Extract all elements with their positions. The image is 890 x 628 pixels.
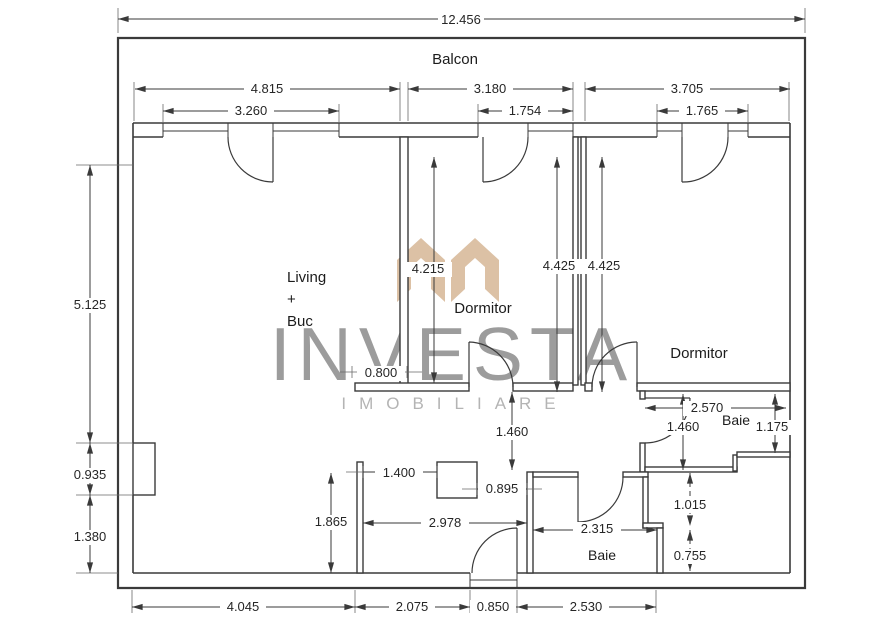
room-label-living-line2: + bbox=[287, 291, 296, 308]
bedroom1-door bbox=[468, 341, 514, 388]
dim-living-window: 3.260 bbox=[235, 103, 268, 118]
dim-living-depth: 4.215 bbox=[412, 261, 445, 276]
room-label-living-line1: Living bbox=[287, 269, 326, 286]
dim-bedroom1-window: 1.754 bbox=[509, 103, 542, 118]
dim-bottom-living: 4.045 bbox=[227, 599, 260, 614]
living-balcony-door bbox=[227, 136, 274, 183]
bedroom2-door bbox=[591, 341, 638, 388]
wall-bath2-north-east bbox=[622, 471, 649, 478]
dim-bedroom1-depth: 4.425 bbox=[543, 258, 576, 273]
dim-bath1-depth: 1.460 bbox=[667, 419, 700, 434]
dim-right-upper: 1.015 bbox=[674, 497, 707, 512]
wall-bath2-north-west bbox=[532, 471, 579, 478]
room-label-bathroom1: Baie bbox=[722, 412, 750, 428]
wall-bedroom2-south bbox=[636, 382, 791, 392]
dim-bottom-bath: 2.530 bbox=[570, 599, 603, 614]
bedroom1-balcony-door bbox=[482, 136, 529, 183]
wall-west-pillar bbox=[132, 442, 156, 496]
wall-bath1-south-east bbox=[736, 451, 791, 458]
dim-right-lower: 0.755 bbox=[674, 548, 707, 563]
wall-bedroom1-south bbox=[512, 382, 574, 392]
dim-kitchen-depth: 1.865 bbox=[315, 514, 348, 529]
room-label-bathroom2: Baie bbox=[588, 547, 616, 563]
dim-hall-width: 2.978 bbox=[429, 515, 462, 530]
wall-bath2-east-lower bbox=[656, 527, 664, 574]
watermark-subtitle-text: IMOBILIARE bbox=[341, 394, 568, 413]
wall-bath1-step bbox=[732, 454, 738, 472]
watermark: INVESTA IMOBILIARE bbox=[270, 238, 634, 413]
dimension-labels: 12.456 4.815 3.180 3.705 3.260 1.754 1.7… bbox=[66, 12, 796, 614]
dim-living-opening: 0.800 bbox=[365, 365, 398, 380]
wall-hall-west bbox=[356, 461, 364, 574]
dim-niche-width: 1.400 bbox=[383, 465, 416, 480]
bedroom2-balcony-door bbox=[681, 136, 729, 183]
watermark-brand-text: INVESTA bbox=[270, 312, 634, 396]
dim-bottom-hall: 2.075 bbox=[396, 599, 429, 614]
wall-bath1-south bbox=[644, 466, 738, 473]
room-label-bedroom1: Dormitor bbox=[454, 300, 512, 317]
wall-bath1-west-upper bbox=[639, 390, 646, 400]
dim-entrance-width: 0.850 bbox=[477, 599, 510, 614]
dim-left-middle: 0.935 bbox=[74, 467, 107, 482]
entrance-door bbox=[471, 527, 518, 574]
dim-bedroom1-width: 3.180 bbox=[474, 81, 507, 96]
dim-left-lower: 1.380 bbox=[74, 529, 107, 544]
exterior-walls bbox=[116, 36, 807, 590]
wall-bath1-west-lower bbox=[639, 442, 646, 473]
dim-bath2-width: 2.315 bbox=[581, 521, 614, 536]
dim-living-width: 4.815 bbox=[251, 81, 284, 96]
wall-living-hall-stub bbox=[354, 382, 470, 392]
dim-shaft-gap: 0.895 bbox=[486, 481, 519, 496]
doors bbox=[227, 136, 729, 574]
wall-bath2-west bbox=[526, 471, 534, 574]
dim-bedroom2-window: 1.765 bbox=[686, 103, 719, 118]
room-label-balcony: Balcon bbox=[432, 51, 478, 68]
wall-bath2-east-upper bbox=[642, 476, 649, 529]
wall-bath2-east-step bbox=[642, 522, 664, 529]
dim-left-upper: 5.125 bbox=[74, 297, 107, 312]
shaft-box bbox=[436, 461, 478, 499]
dim-bedroom2-width: 3.705 bbox=[671, 81, 704, 96]
dim-bath1-width: 2.570 bbox=[691, 400, 724, 415]
dim-bedroom2-depth: 4.425 bbox=[588, 258, 621, 273]
room-labels: Balcon Living + Buc Dormitor Dormitor Ba… bbox=[287, 51, 750, 563]
room-label-bedroom2: Dormitor bbox=[670, 345, 728, 362]
dim-total-width: 12.456 bbox=[441, 12, 481, 27]
dim-hall-depth: 1.460 bbox=[496, 424, 529, 439]
wall-living-bedroom1 bbox=[399, 136, 409, 386]
room-label-living-line3: Buc bbox=[287, 313, 313, 330]
wall-bedroom2-south-stub bbox=[584, 382, 593, 392]
dim-bath1-depth-right: 1.175 bbox=[756, 419, 789, 434]
bathroom2-door bbox=[577, 476, 624, 523]
